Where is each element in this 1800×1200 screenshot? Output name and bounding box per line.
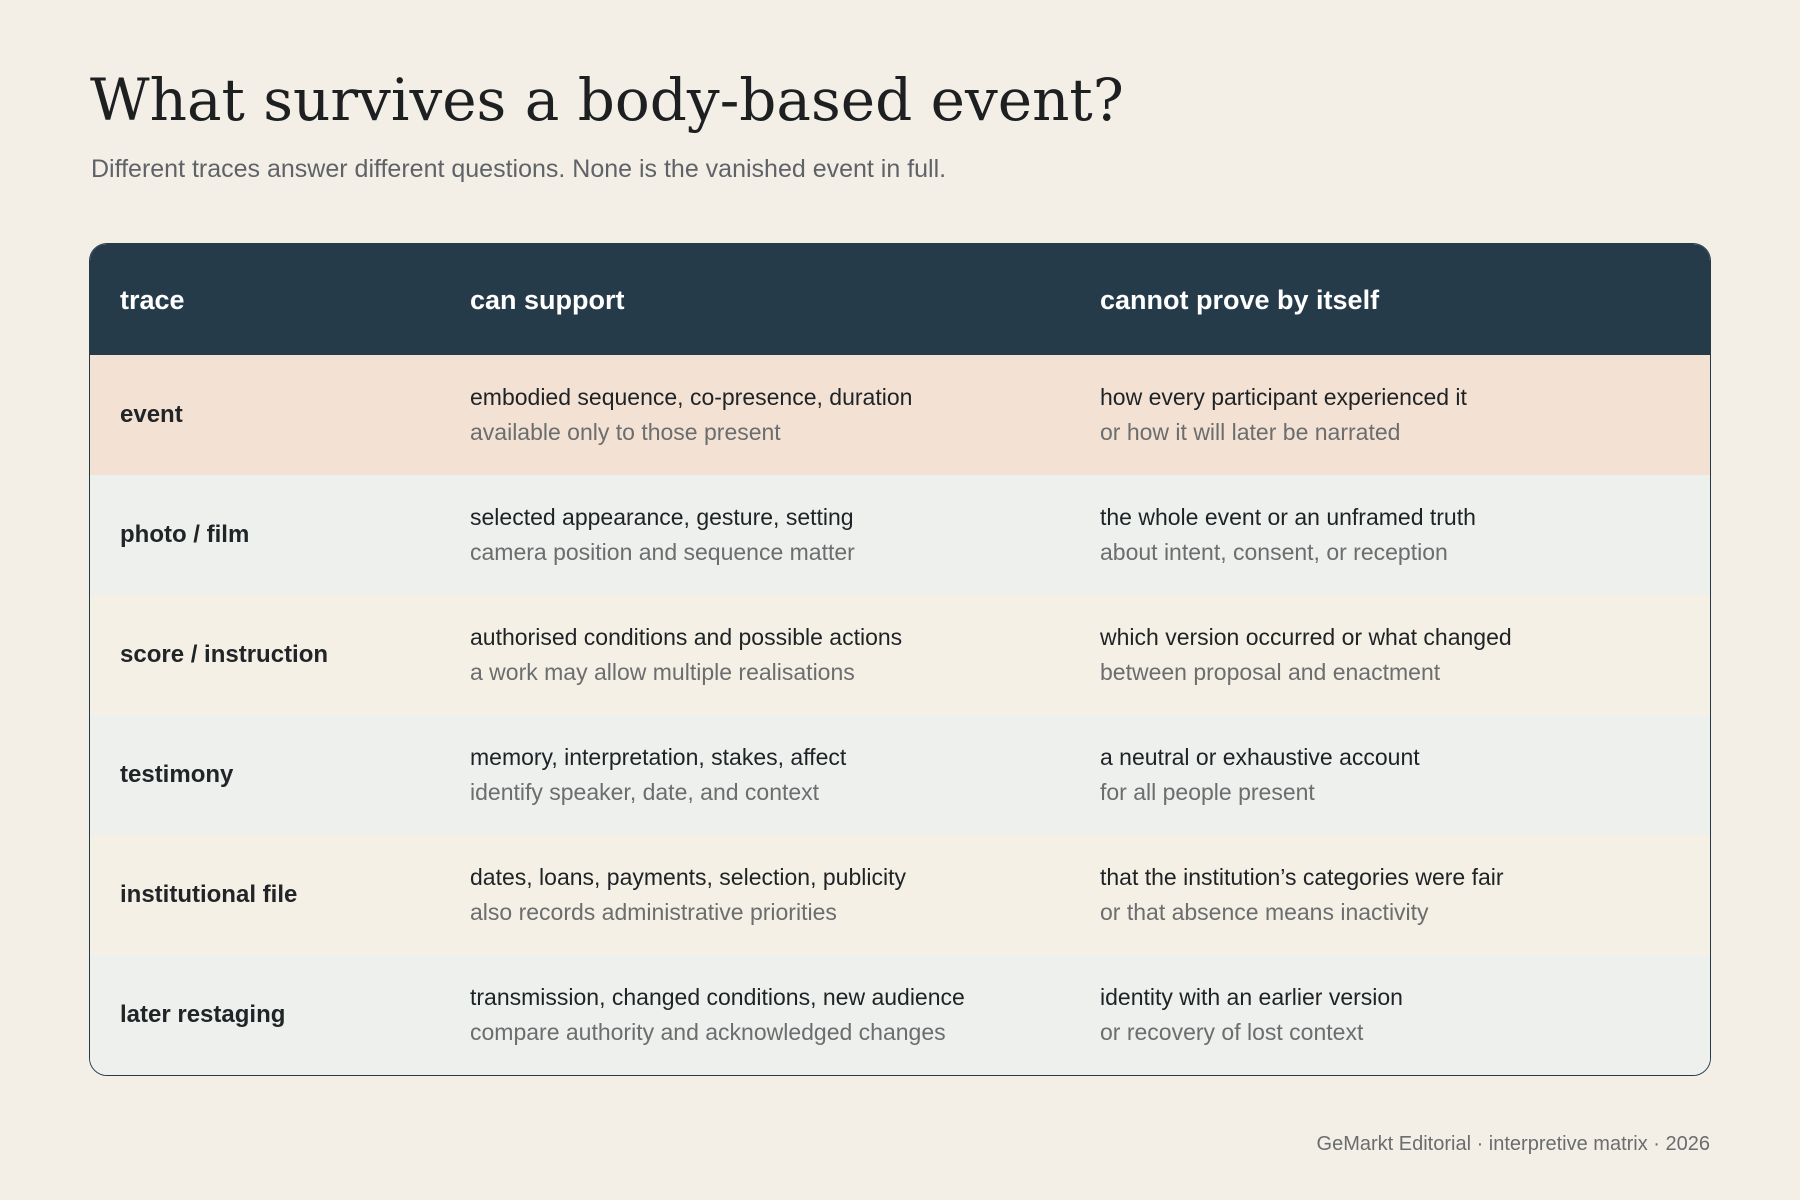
trace-label: event bbox=[120, 401, 183, 428]
footer-credit: GeMarkt Editorial · interpretive matrix … bbox=[1316, 1133, 1710, 1155]
cannot-main-text: that the institution’s categories were f… bbox=[1100, 864, 1504, 890]
header-trace: trace bbox=[120, 284, 185, 315]
cannot-cell: identity with an earlier version or reco… bbox=[1100, 980, 1710, 1050]
cannot-main-text: the whole event or an unframed truth bbox=[1100, 504, 1476, 530]
support-cell: embodied sequence, co-presence, duration… bbox=[470, 380, 1100, 450]
support-note-text: camera position and sequence matter bbox=[470, 539, 855, 565]
trace-cell: score / instruction bbox=[90, 640, 470, 670]
header-can-support: can support bbox=[470, 284, 625, 315]
support-main-text: transmission, changed conditions, new au… bbox=[470, 984, 965, 1010]
cannot-note-text: about intent, consent, or reception bbox=[1100, 539, 1448, 565]
support-main-text: memory, interpretation, stakes, affect bbox=[470, 744, 847, 770]
support-note-text: available only to those present bbox=[470, 419, 781, 445]
trace-cell: event bbox=[90, 400, 470, 430]
cannot-note-text: for all people present bbox=[1100, 779, 1315, 805]
cannot-note-text: or how it will later be narrated bbox=[1100, 419, 1401, 445]
support-note-text: a work may allow multiple realisations bbox=[470, 659, 855, 685]
cannot-note-text: between proposal and enactment bbox=[1100, 659, 1441, 685]
table-row: testimony memory, interpretation, stakes… bbox=[90, 715, 1710, 835]
support-cell: memory, interpretation, stakes, affect i… bbox=[470, 740, 1100, 810]
page-title: What survives a body-based event? bbox=[90, 66, 1124, 134]
cannot-main-text: how every participant experienced it bbox=[1100, 384, 1467, 410]
support-main-text: selected appearance, gesture, setting bbox=[470, 504, 854, 530]
support-main-text: dates, loans, payments, selection, publi… bbox=[470, 864, 906, 890]
cannot-main-text: which version occurred or what changed bbox=[1100, 624, 1512, 650]
support-main-text: embodied sequence, co-presence, duration bbox=[470, 384, 913, 410]
trace-label: testimony bbox=[120, 761, 234, 788]
support-main-text: authorised conditions and possible actio… bbox=[470, 624, 903, 650]
cannot-cell: which version occurred or what changed b… bbox=[1100, 620, 1710, 690]
cannot-note-text: or that absence means inactivity bbox=[1100, 899, 1429, 925]
table-header-row: trace can support cannot prove by itself bbox=[90, 244, 1710, 355]
trace-label: score / instruction bbox=[120, 641, 329, 668]
cannot-main-text: identity with an earlier version bbox=[1100, 984, 1403, 1010]
cannot-cell: the whole event or an unframed truth abo… bbox=[1100, 500, 1710, 570]
trace-cell: photo / film bbox=[90, 520, 470, 550]
table-row: later restaging transmission, changed co… bbox=[90, 955, 1710, 1075]
header-cannot-prove: cannot prove by itself bbox=[1100, 284, 1380, 315]
table-row: score / instruction authorised condition… bbox=[90, 595, 1710, 715]
trace-cell: institutional file bbox=[90, 880, 470, 910]
trace-label: later restaging bbox=[120, 1001, 286, 1028]
support-cell: dates, loans, payments, selection, publi… bbox=[470, 860, 1100, 930]
cannot-cell: how every participant experienced it or … bbox=[1100, 380, 1710, 450]
page-subtitle: Different traces answer different questi… bbox=[91, 155, 947, 183]
trace-label: photo / film bbox=[120, 521, 250, 548]
support-note-text: also records administrative priorities bbox=[470, 899, 837, 925]
interpretive-matrix-table: trace can support cannot prove by itself… bbox=[89, 243, 1711, 1076]
table-row: event embodied sequence, co-presence, du… bbox=[90, 355, 1710, 475]
cannot-cell: a neutral or exhaustive account for all … bbox=[1100, 740, 1710, 810]
cannot-note-text: or recovery of lost context bbox=[1100, 1019, 1364, 1045]
cannot-cell: that the institution’s categories were f… bbox=[1100, 860, 1710, 930]
support-cell: transmission, changed conditions, new au… bbox=[470, 980, 1100, 1050]
support-cell: authorised conditions and possible actio… bbox=[470, 620, 1100, 690]
support-cell: selected appearance, gesture, setting ca… bbox=[470, 500, 1100, 570]
support-note-text: identify speaker, date, and context bbox=[470, 779, 820, 805]
trace-cell: later restaging bbox=[90, 1000, 470, 1030]
table-row: institutional file dates, loans, payment… bbox=[90, 835, 1710, 955]
cannot-main-text: a neutral or exhaustive account bbox=[1100, 744, 1420, 770]
trace-label: institutional file bbox=[120, 881, 298, 908]
support-note-text: compare authority and acknowledged chang… bbox=[470, 1019, 946, 1045]
trace-cell: testimony bbox=[90, 760, 470, 790]
table-row: photo / film selected appearance, gestur… bbox=[90, 475, 1710, 595]
